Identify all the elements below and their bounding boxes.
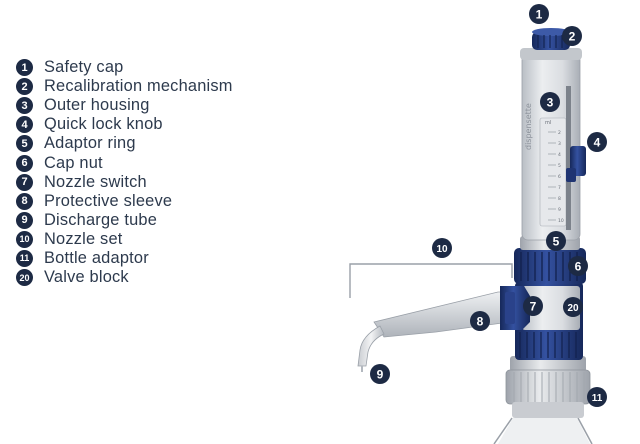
bottle-neck-right-edge — [577, 417, 593, 444]
legend-number: 20 — [16, 269, 33, 287]
callout-1: 1 — [529, 4, 549, 24]
legend-label: Protective sleeve — [44, 191, 173, 210]
scale-tick-label: 5 — [558, 163, 561, 169]
legend-item: 8 Protective sleeve — [16, 192, 233, 211]
scale-tick-label: 4 — [558, 152, 561, 158]
housing-logo-text: dispensette — [524, 103, 533, 150]
legend-label: Outer housing — [44, 96, 150, 115]
callout-markers: 1 2 3 4 5 6 7 8 — [370, 4, 607, 407]
callout-4-label: 4 — [594, 136, 601, 150]
scale-tick-label: 6 — [558, 174, 561, 180]
scale-tick-label: 9 — [558, 207, 561, 213]
legend-item: 5 Adaptor ring — [16, 134, 233, 153]
scale-tick-label: 8 — [558, 196, 561, 202]
callout-11-label: 11 — [592, 393, 603, 404]
bottle-neck-left-edge — [493, 417, 513, 444]
legend-item: 2 Recalibration mechanism — [16, 77, 233, 96]
scale-tick-label: 3 — [558, 141, 561, 147]
callout-8: 8 — [470, 311, 490, 331]
callout-20: 20 — [563, 297, 583, 317]
scale-tick-label: 7 — [558, 185, 561, 191]
quick-lock-knob — [566, 146, 586, 182]
nozzle-switch — [500, 286, 530, 330]
callout-5: 5 — [546, 231, 566, 251]
legend-number: 6 — [16, 154, 33, 172]
callout-8-label: 8 — [477, 315, 484, 329]
callout-9: 9 — [370, 364, 390, 384]
legend-item: 7 Nozzle switch — [16, 173, 233, 192]
legend-label: Valve block — [44, 268, 129, 287]
legend-number: 3 — [16, 97, 33, 115]
legend-number: 10 — [16, 230, 33, 248]
legend-item: 3 Outer housing — [16, 96, 233, 115]
legend-label: Bottle adaptor — [44, 248, 149, 267]
legend-number: 5 — [16, 135, 33, 153]
callout-2: 2 — [562, 26, 582, 46]
callout-3-label: 3 — [547, 96, 554, 110]
legend-item: 11 Bottle adaptor — [16, 249, 233, 268]
legend-number: 8 — [16, 192, 33, 210]
legend-label: Recalibration mechanism — [44, 77, 233, 96]
legend-item: 1 Safety cap — [16, 58, 233, 77]
callout-6: 6 — [568, 256, 588, 276]
legend-number: 11 — [16, 249, 33, 267]
callout-20-label: 20 — [567, 303, 579, 314]
legend-label: Discharge tube — [44, 210, 158, 229]
callout-5-label: 5 — [553, 235, 560, 249]
legend-label: Cap nut — [44, 153, 103, 172]
legend-label: Adaptor ring — [44, 134, 136, 153]
legend-item: 4 Quick lock knob — [16, 115, 233, 134]
callout-11: 11 — [587, 387, 607, 407]
legend-label: Safety cap — [44, 58, 124, 77]
callout-3: 3 — [540, 92, 560, 112]
legend: 1 Safety cap 2 Recalibration mechanism 3 Ou… — [16, 58, 233, 287]
scale-tick-label: 2 — [558, 130, 561, 136]
safety-cap — [532, 28, 570, 50]
callout-7: 7 — [523, 296, 543, 316]
scale-tick-label: 10 — [558, 218, 564, 224]
bottle-adaptor — [505, 356, 591, 418]
legend-item: 10 Nozzle set — [16, 230, 233, 249]
discharge-tube — [357, 325, 385, 372]
callout-4: 4 — [587, 132, 607, 152]
bottle-neck — [498, 418, 590, 444]
legend-item: 9 Discharge tube — [16, 211, 233, 230]
callout-6-label: 6 — [575, 260, 582, 274]
callout-10-label: 10 — [436, 244, 448, 255]
nozzle-set-bracket — [349, 263, 513, 298]
callout-10: 10 — [432, 238, 452, 258]
legend-item: 20 Valve block — [16, 268, 233, 287]
legend-number: 1 — [16, 59, 33, 77]
protective-sleeve — [373, 291, 511, 338]
legend-number: 4 — [16, 116, 33, 134]
legend-number: 2 — [16, 78, 33, 96]
callout-7-label: 7 — [530, 300, 537, 314]
scale-unit: ml — [545, 120, 551, 126]
legend-number: 9 — [16, 211, 33, 229]
legend-item: 6 Cap nut — [16, 153, 233, 172]
callout-1-label: 1 — [536, 8, 543, 22]
callout-2-label: 2 — [569, 30, 576, 44]
legend-label: Nozzle switch — [44, 172, 147, 191]
legend-label: Nozzle set — [44, 229, 123, 248]
legend-number: 7 — [16, 173, 33, 191]
legend-label: Quick lock knob — [44, 115, 163, 134]
callout-9-label: 9 — [377, 368, 384, 382]
